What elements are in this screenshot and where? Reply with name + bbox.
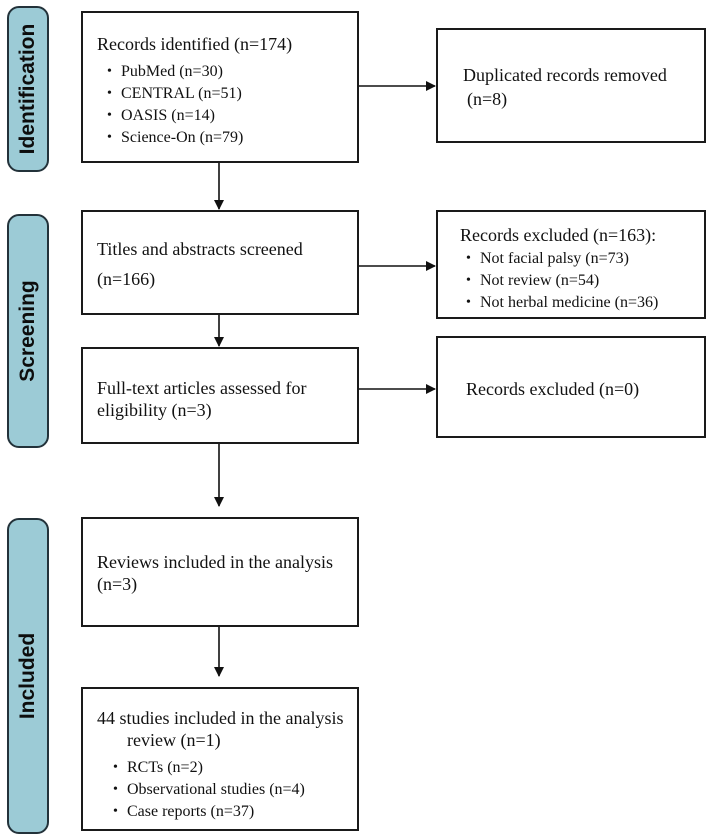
source-oasis: OASIS (n=14) — [107, 105, 357, 127]
box-studies-included: 44 studies included in the analysis revi… — [81, 687, 359, 831]
study-observational: Observational studies (n=4) — [113, 779, 357, 801]
study-case-reports: Case reports (n=37) — [113, 801, 357, 823]
excluded-not-review: Not review (n=54) — [466, 270, 704, 292]
box-fulltext-assessed: Full-text articles assessed for eligibil… — [81, 347, 359, 444]
studies-line-2: review (n=1) — [127, 730, 221, 750]
phase-screening: Screening — [7, 214, 49, 448]
study-rcts: RCTs (n=2) — [113, 757, 357, 779]
excluded-fulltext-label: Records excluded (n=0) — [466, 379, 640, 399]
excluded-screening-title: Records excluded (n=163): — [460, 225, 657, 245]
box-reviews-included: Reviews included in the analysis (n=3) — [81, 517, 359, 627]
excluded-not-facial-palsy: Not facial palsy (n=73) — [466, 248, 704, 270]
reviews-line-1: Reviews included in the analysis — [97, 552, 333, 572]
duplicates-line-1: Duplicated records removed — [463, 65, 667, 85]
screened-line-1: Titles and abstracts screened — [97, 239, 303, 259]
excluded-not-herbal-medicine: Not herbal medicine (n=36) — [466, 292, 704, 314]
source-science-on: Science-On (n=79) — [107, 127, 357, 149]
phase-included: Included — [7, 518, 49, 834]
box-records-identified: Records identified (n=174) PubMed (n=30)… — [81, 11, 359, 163]
box-records-excluded-fulltext: Records excluded (n=0) — [436, 336, 706, 438]
fulltext-line-1: Full-text articles assessed for — [97, 378, 307, 398]
studies-line-1: 44 studies included in the analysis — [97, 708, 344, 728]
studies-list: RCTs (n=2) Observational studies (n=4) C… — [113, 757, 357, 823]
records-identified-list: PubMed (n=30) CENTRAL (n=51) OASIS (n=14… — [107, 61, 357, 149]
source-central: CENTRAL (n=51) — [107, 83, 357, 105]
reviews-line-2: (n=3) — [97, 574, 138, 594]
phase-identification: Identification — [7, 6, 49, 172]
source-pubmed: PubMed (n=30) — [107, 61, 357, 83]
fulltext-line-2: eligibility (n=3) — [97, 400, 212, 420]
screened-line-2: (n=166) — [97, 269, 156, 289]
duplicates-line-2: (n=8) — [467, 89, 508, 109]
records-identified-title: Records identified (n=174) — [97, 34, 293, 54]
excluded-screening-list: Not facial palsy (n=73) Not review (n=54… — [466, 248, 704, 314]
box-duplicates-removed: Duplicated records removed (n=8) — [436, 28, 706, 143]
box-titles-screened: Titles and abstracts screened (n=166) — [81, 210, 359, 315]
box-records-excluded-screening: Records excluded (n=163): Not facial pal… — [436, 210, 706, 319]
